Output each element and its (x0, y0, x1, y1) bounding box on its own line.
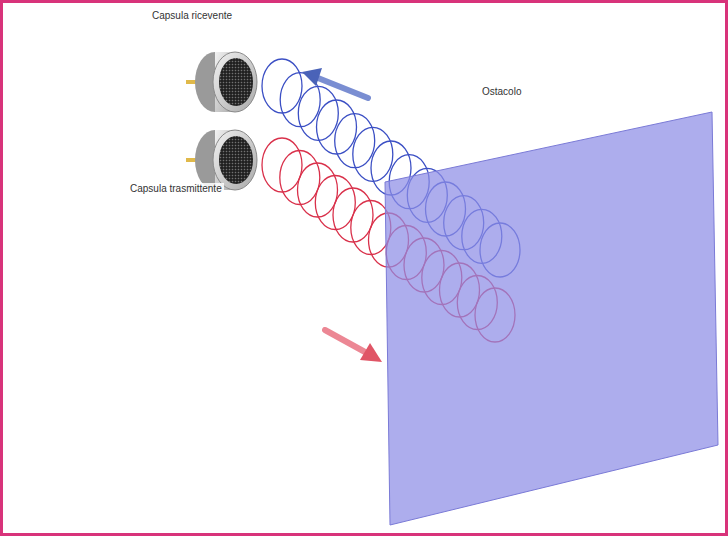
obstacle-panel (385, 112, 718, 525)
emit-arrow (325, 330, 382, 362)
part-label: Capsula ricevente (152, 10, 232, 21)
return-arrow (302, 68, 368, 98)
coil-ring (262, 59, 302, 113)
part-label: Capsula trasmittente (128, 183, 224, 194)
coil-ring (317, 100, 357, 154)
part-label: Ostacolo (482, 86, 521, 97)
receiver-capsule (186, 52, 257, 112)
transmitter-capsule (186, 130, 257, 190)
coil-ring (335, 114, 375, 168)
coil-ring (353, 127, 393, 181)
coil-ring (298, 86, 338, 140)
